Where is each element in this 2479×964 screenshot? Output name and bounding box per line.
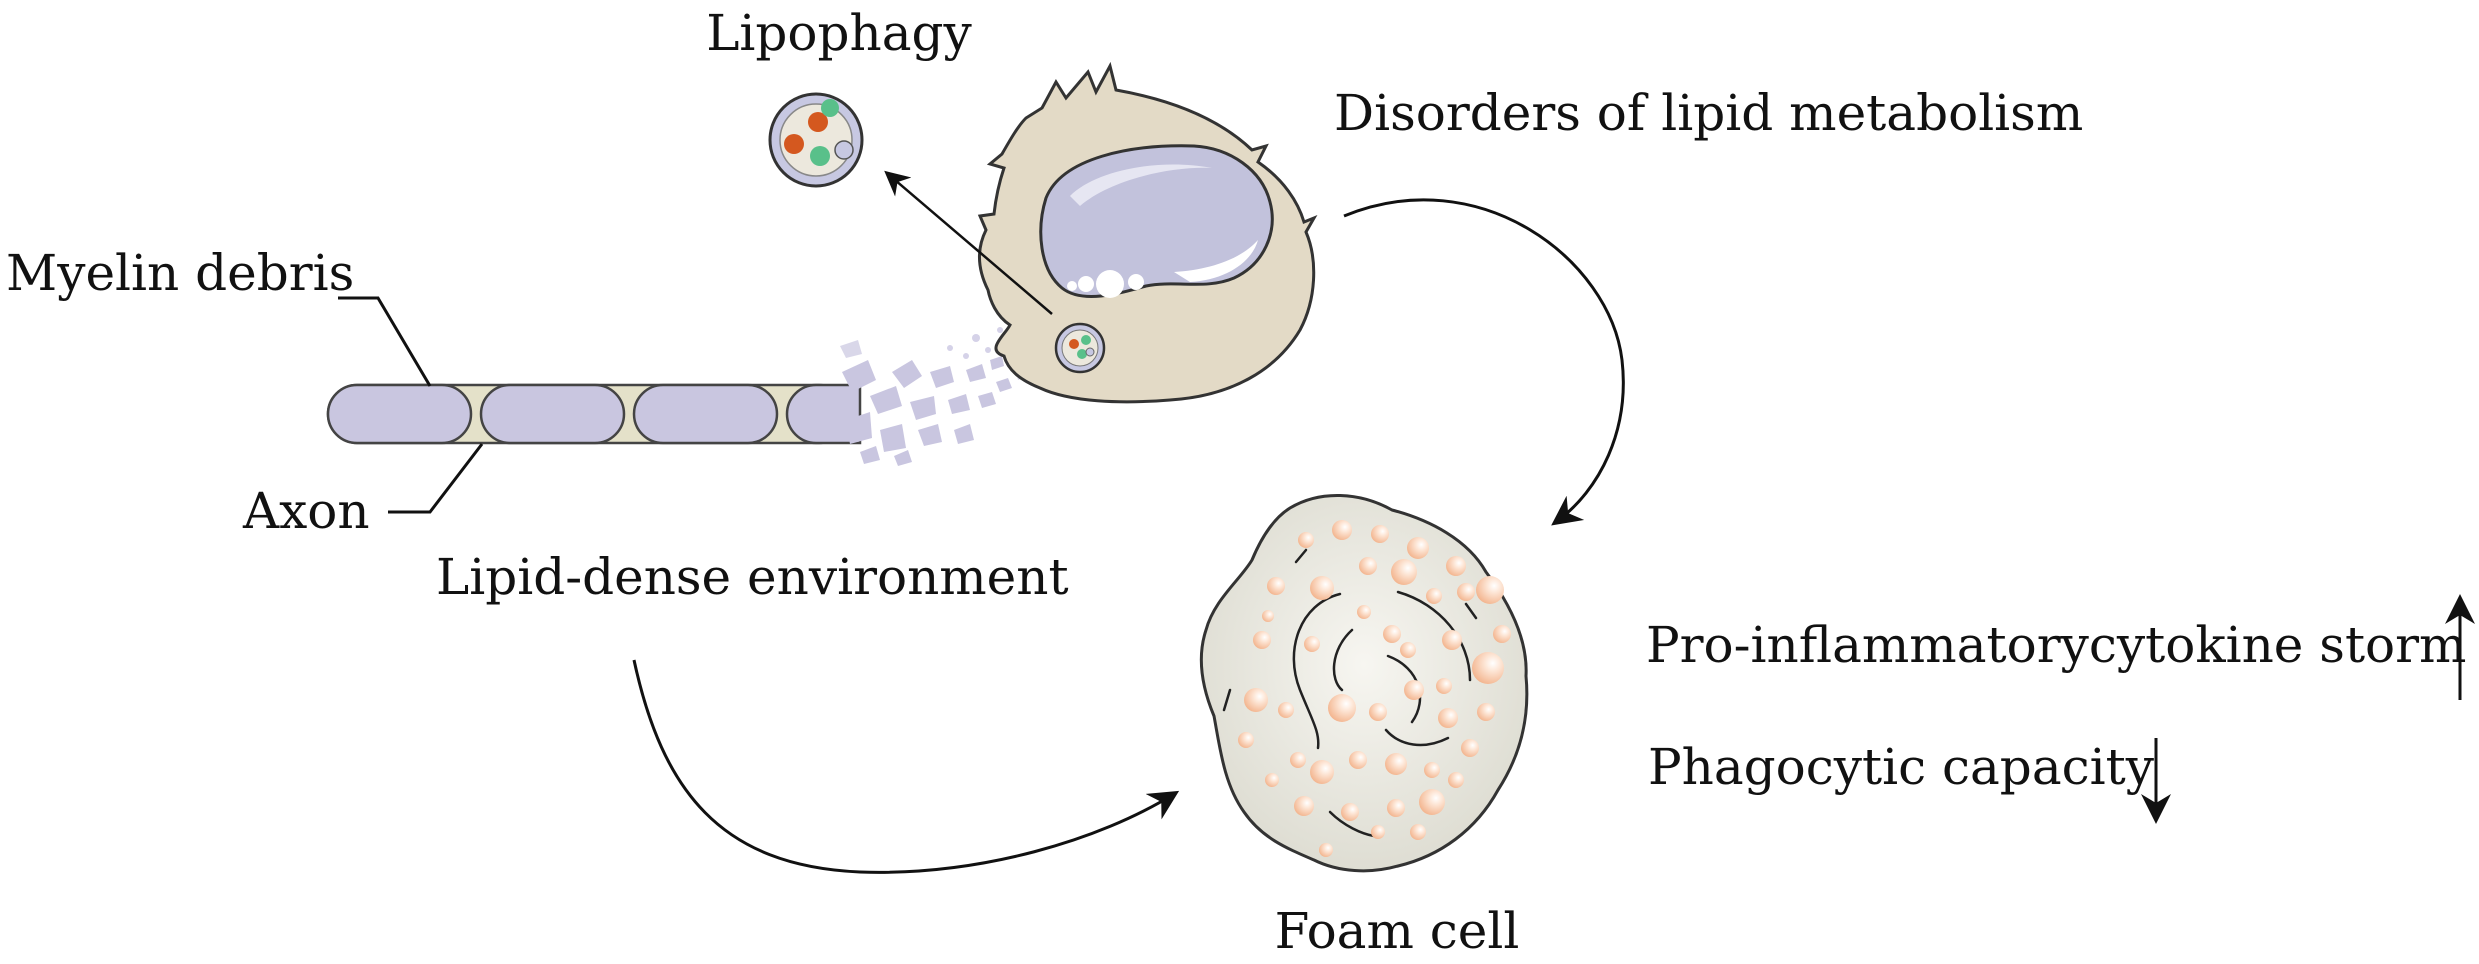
lipid-vesicle-green — [821, 99, 839, 117]
myelin-segment — [479, 383, 626, 445]
label-foam-cell: Foam cell — [1275, 902, 1520, 960]
lipid-vesicle-green — [810, 146, 830, 166]
lipid-vesicle-orange — [784, 134, 804, 154]
vacuole — [1096, 270, 1124, 298]
axon-leader-line — [388, 443, 484, 514]
label-axon: Axon — [242, 482, 370, 540]
foam-cell — [1199, 493, 1529, 873]
lipid-vesicle-lavender — [834, 140, 854, 160]
lipophagy-vesicle — [768, 92, 864, 188]
vacuole — [1067, 281, 1077, 291]
myelin-segment — [632, 383, 779, 445]
label-myelin-debris: Myelin debris — [6, 244, 354, 302]
lipid-vesicle-orange — [808, 112, 828, 132]
lipid-dense-to-foam-cell-arrow — [632, 659, 1180, 874]
disorders-to-foam-cell-arrow — [1343, 198, 1625, 526]
nucleus-shine — [1174, 240, 1258, 282]
vacuole — [1078, 276, 1094, 292]
myelin-segment — [326, 383, 473, 445]
lipophagy-arrow — [884, 170, 1053, 315]
label-cytokine-storm: Pro-inflammatorycytokine storm — [1646, 616, 2466, 674]
label-lipophagy: Lipophagy — [706, 4, 972, 62]
foam-cell-lipid-droplets — [1238, 520, 1511, 857]
label-phagocytic-capacity: Phagocytic capacity — [1648, 738, 2155, 796]
foam-cell-body — [1199, 493, 1529, 873]
myelin-debris-leader-line — [338, 296, 432, 387]
label-lipid-dense-environment: Lipid-dense environment — [436, 548, 1069, 606]
myelin-segment-degrading — [785, 383, 862, 445]
nucleus-highlight — [1070, 164, 1212, 206]
label-disorders-of-lipid-metabolism: Disorders of lipid metabolism — [1334, 84, 2083, 142]
axon-fiber — [326, 383, 862, 445]
internal-lipophagosome — [1054, 322, 1106, 374]
vacuole — [1128, 274, 1144, 290]
myelin-debris-fragments — [840, 334, 1028, 466]
macrophage — [977, 61, 1318, 404]
